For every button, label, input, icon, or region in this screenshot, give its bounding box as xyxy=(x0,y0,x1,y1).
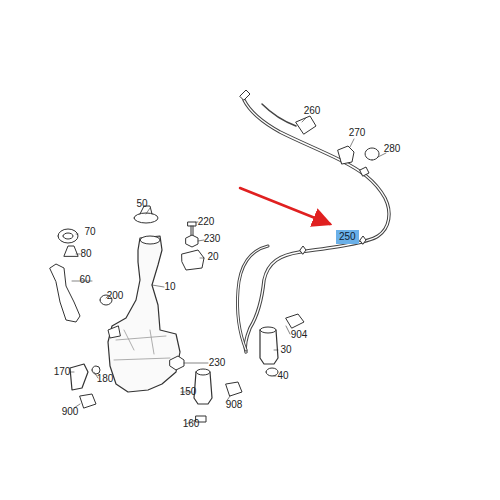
callout-number: 170 xyxy=(54,367,71,377)
callout-number: 230 xyxy=(204,234,221,244)
washer-tank xyxy=(108,236,180,392)
callout-number: 20 xyxy=(207,252,218,262)
callout-number: 270 xyxy=(349,128,366,138)
callout-number: 900 xyxy=(62,407,79,417)
callout-number: 230 xyxy=(209,358,226,368)
callout-number: 60 xyxy=(79,275,90,285)
callout-number: 10 xyxy=(164,282,175,292)
callout-number: 200 xyxy=(107,291,124,301)
callout-number: 260 xyxy=(304,106,321,116)
callout-number: 908 xyxy=(226,400,243,410)
callout-number: 150 xyxy=(180,387,197,397)
callout-number: 70 xyxy=(84,227,95,237)
callout-number: 220 xyxy=(198,217,215,227)
callout-number: 904 xyxy=(291,330,308,340)
hose xyxy=(244,100,389,352)
callout-number: 250 xyxy=(339,231,356,242)
washer-pump xyxy=(260,330,278,364)
callout-number: 280 xyxy=(384,144,401,154)
callout-number: 40 xyxy=(277,371,288,381)
callout-number: 80 xyxy=(80,249,91,259)
highlight-callout: 250 xyxy=(336,230,359,244)
callout-number: 30 xyxy=(280,345,291,355)
callout-number: 180 xyxy=(97,374,114,384)
callout-number: 160 xyxy=(183,419,200,429)
callout-number: 50 xyxy=(136,199,147,209)
